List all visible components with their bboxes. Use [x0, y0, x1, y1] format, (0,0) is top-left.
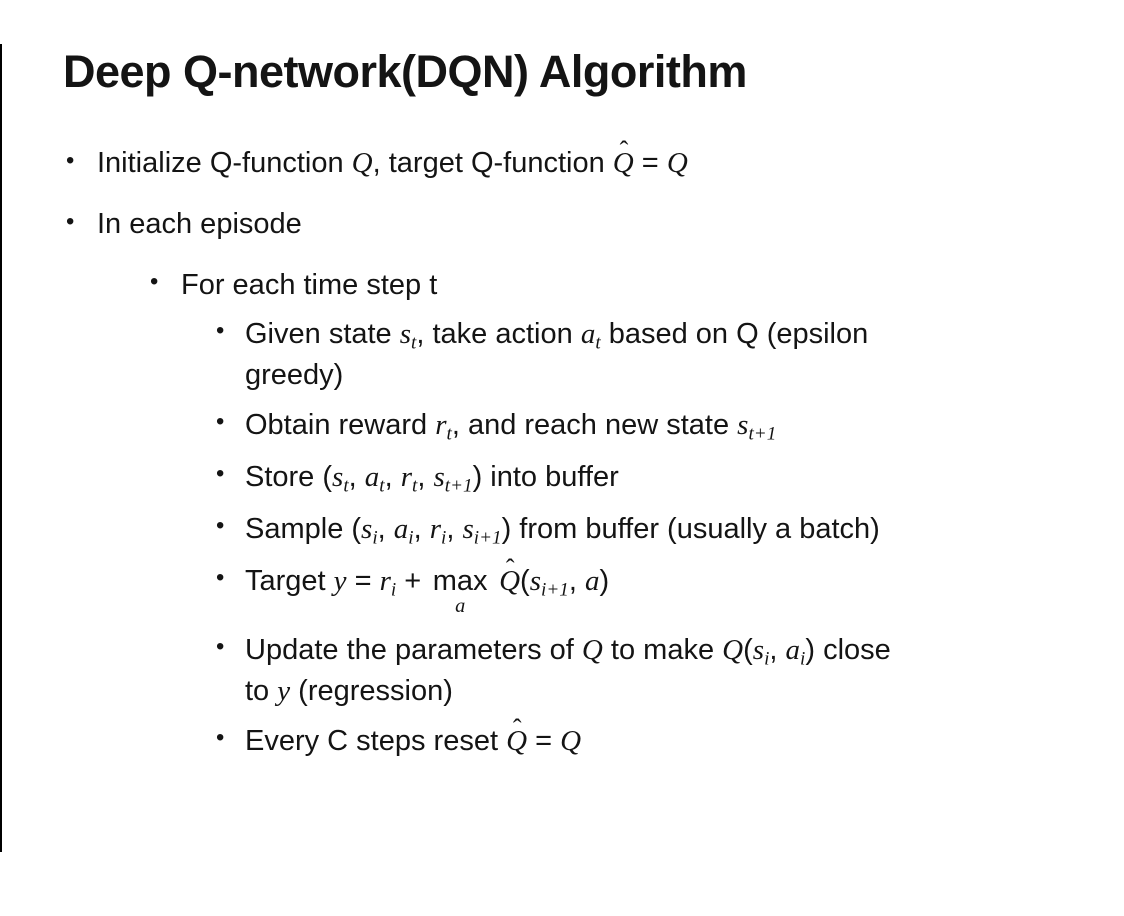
- bullet-text: Sample (si, ai, ri, si+1) from buffer (u…: [245, 512, 880, 548]
- bullet-text: For each time step t: [181, 268, 438, 301]
- slide-canvas: Deep Q-network(DQN) Algorithm • Initializ…: [0, 44, 1124, 761]
- bullet-list: • Initialize Q-function Q, target Q-funct…: [0, 136, 1124, 761]
- bullet-marker: •: [216, 317, 225, 345]
- bullet-marker: •: [216, 408, 225, 436]
- bullet-item: • Obtain reward rt, and reach new state s…: [0, 406, 1096, 447]
- bullet-text: Obtain reward rt, and reach new state st…: [245, 408, 777, 445]
- bullet-item: • Given state st, take action at based on…: [0, 315, 1096, 395]
- bullet-text: Store (st, at, rt, st+1) into buffer: [245, 460, 619, 496]
- bullet-marker: •: [216, 460, 225, 488]
- bullet-item: • Update the parameters of Q to make Q(si…: [0, 631, 1096, 711]
- bullet-text: In each episode: [97, 208, 302, 241]
- bullet-marker: •: [216, 564, 225, 592]
- slide-title: Deep Q-network(DQN) Algorithm: [63, 46, 747, 97]
- bullet-item: • For each time step t: [0, 266, 1096, 305]
- bullet-marker: •: [66, 207, 75, 235]
- bullet-text: Update the parameters of Q to make Q(si,…: [245, 633, 891, 707]
- bullet-item: • Initialize Q-function Q, target Q-funct…: [0, 136, 1096, 183]
- bullet-item: • Sample (si, ai, ri, si+1) from buffer (…: [0, 510, 1096, 551]
- bullet-text: Initialize Q-function Q, target Q-functi…: [97, 136, 688, 179]
- bullet-marker: •: [66, 146, 75, 174]
- bullet-item: • Store (st, at, rt, st+1) into buffer: [0, 458, 1096, 499]
- bullet-marker: •: [216, 633, 225, 661]
- slide-left-edge-line: [0, 44, 2, 852]
- bullet-marker: •: [150, 268, 159, 296]
- bullet-text: Given state st, take action at based on …: [245, 317, 869, 391]
- bullet-marker: •: [216, 724, 225, 752]
- bullet-item: • In each episode: [0, 205, 1096, 244]
- bullet-marker: •: [216, 512, 225, 540]
